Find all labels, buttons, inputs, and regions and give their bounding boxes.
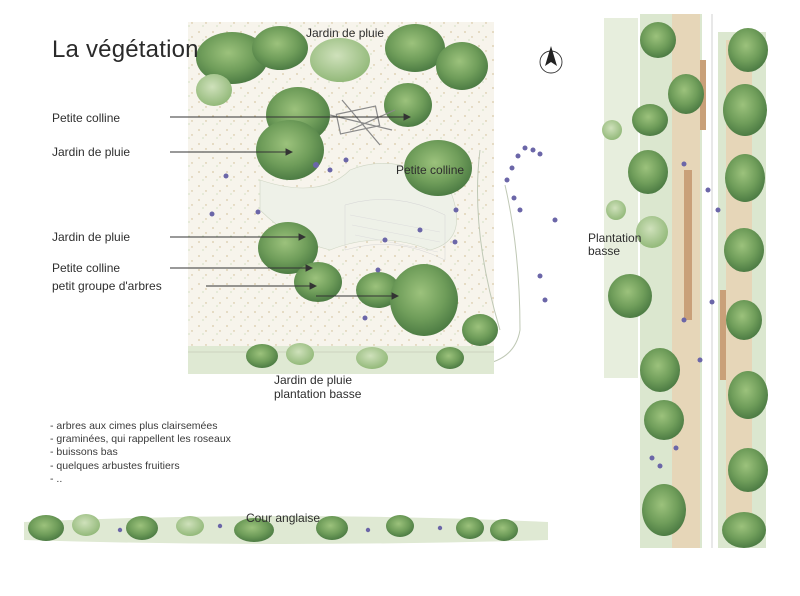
note-item: - quelques arbustes fruitiers	[50, 459, 180, 472]
label-plantation-right: Plantation	[588, 231, 642, 245]
label-arrows	[170, 113, 412, 300]
label-petite-colline-1: Petite colline	[52, 111, 121, 125]
tree-clusters-main	[196, 24, 498, 369]
lavender-plantings	[209, 145, 558, 321]
wooden-structure	[329, 99, 396, 146]
note-item: - graminées, qui rappellent les roseaux	[50, 433, 231, 446]
label-petite-colline-2: Petite colline	[52, 261, 121, 275]
street-trees	[602, 22, 768, 548]
page-title: La végétation	[52, 36, 199, 63]
label-top-rain-garden: Jardin de pluie	[306, 26, 385, 40]
label-jardin-pluie-1: Jardin de pluie	[52, 145, 131, 159]
label-bottom-jardin: Jardin de pluie	[274, 373, 353, 387]
label-jardin-pluie-2: Jardin de pluie	[52, 230, 131, 244]
label-petit-groupe-arbres: petit groupe d'arbres	[52, 279, 162, 293]
label-cour-anglaise: Cour anglaise	[246, 511, 321, 525]
label-basse-right: basse	[588, 244, 621, 258]
cour-anglaise-strip	[24, 514, 548, 544]
north-arrow-icon	[539, 46, 563, 74]
label-petite-colline-center: Petite colline	[396, 163, 465, 177]
vegetation-notes: - arbres aux cimes plus clairsemées - gr…	[50, 420, 231, 486]
note-item: - arbres aux cimes plus clairsemées	[50, 420, 218, 432]
note-item: - ..	[50, 472, 63, 485]
street-lavender	[649, 161, 721, 469]
note-item: - buissons bas	[50, 446, 118, 459]
label-bottom-plantation: plantation basse	[274, 387, 362, 401]
